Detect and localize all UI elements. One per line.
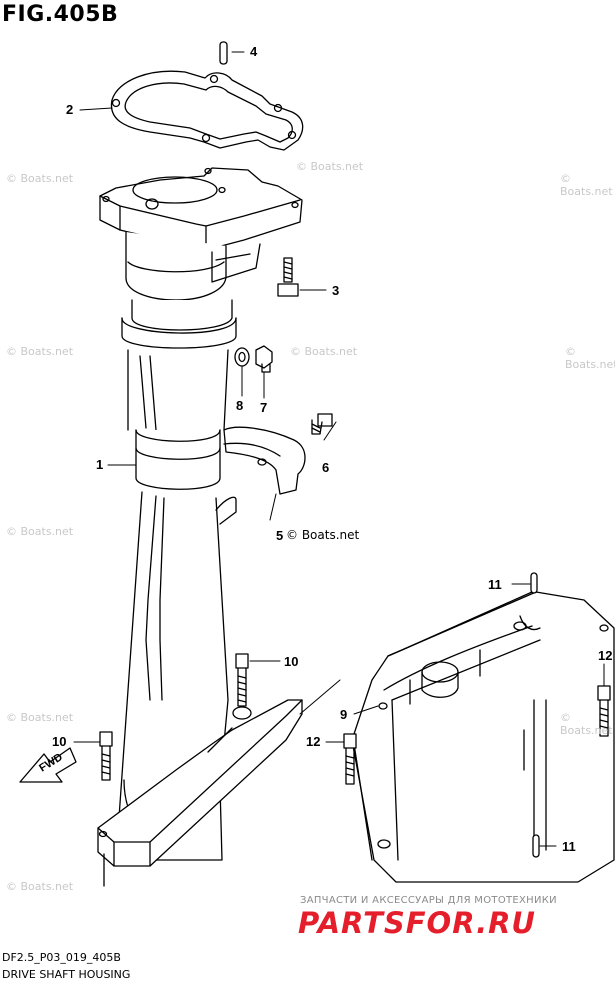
watermark-strong-text: Boats.net — [301, 528, 360, 542]
figure-caption: DRIVE SHAFT HOUSING — [2, 968, 131, 981]
cover-part-9 — [351, 591, 615, 883]
bolt-part-12-left — [343, 733, 357, 785]
bolt-part-10-upper — [235, 653, 249, 707]
callout-6[interactable]: 6 — [322, 460, 330, 475]
callout-9[interactable]: 9 — [340, 707, 348, 722]
leader-lines — [73, 51, 605, 847]
callout-10-lower[interactable]: 10 — [52, 734, 67, 749]
watermark-strong: © Boats.net — [286, 528, 360, 542]
pin-part-4 — [219, 41, 228, 65]
watermark: © Boats.net — [296, 160, 364, 173]
bolt-part-12-right — [597, 685, 611, 737]
shop-tagline: ЗАПЧАСТИ И АКСЕССУАРЫ ДЛЯ МОТОТЕХНИКИ — [300, 895, 557, 906]
figure-title: FIG.405B — [2, 2, 119, 27]
watermark: © Boats.net — [6, 880, 74, 893]
callout-5[interactable]: 5 — [276, 528, 284, 543]
gasket-part-2 — [110, 70, 304, 151]
callout-12-right[interactable]: 12 — [598, 648, 613, 663]
drive-shaft-housing-part-1 — [97, 167, 303, 887]
callout-11-upper[interactable]: 11 — [488, 577, 502, 592]
clamp-part-5 — [223, 426, 306, 495]
watermark: © Boats.net — [565, 345, 615, 371]
callout-7[interactable]: 7 — [260, 400, 268, 415]
watermark: © Boats.net — [6, 525, 74, 538]
callout-11-lower[interactable]: 11 — [562, 839, 576, 854]
watermark: © Boats.net — [6, 711, 74, 724]
fwd-arrow-icon: FWD — [19, 747, 77, 783]
callout-3[interactable]: 3 — [332, 283, 340, 298]
callout-2[interactable]: 2 — [66, 102, 74, 117]
bolt-part-3 — [277, 257, 299, 297]
figure-code: DF2.5_P03_019_405B — [2, 951, 121, 964]
plug-screw-part-7 — [255, 345, 273, 373]
pin-part-11-lower — [532, 834, 540, 858]
bolt-part-10-lower — [99, 731, 113, 781]
bolt-part-6 — [311, 413, 333, 435]
watermark: © Boats.net — [290, 345, 358, 358]
watermark: © Boats.net — [560, 711, 613, 737]
watermark: © Boats.net — [6, 172, 74, 185]
callout-10-upper[interactable]: 10 — [284, 654, 299, 669]
shop-logo: PARTSFOR.RU — [298, 906, 536, 940]
washer-part-8 — [234, 347, 250, 367]
callout-12-left[interactable]: 12 — [306, 734, 321, 749]
watermark: © Boats.net — [6, 345, 74, 358]
pin-part-11-upper — [530, 572, 538, 594]
callout-4[interactable]: 4 — [250, 44, 258, 59]
callout-8[interactable]: 8 — [236, 398, 244, 413]
watermark: © Boats.net — [560, 172, 613, 198]
callout-1[interactable]: 1 — [96, 457, 104, 472]
